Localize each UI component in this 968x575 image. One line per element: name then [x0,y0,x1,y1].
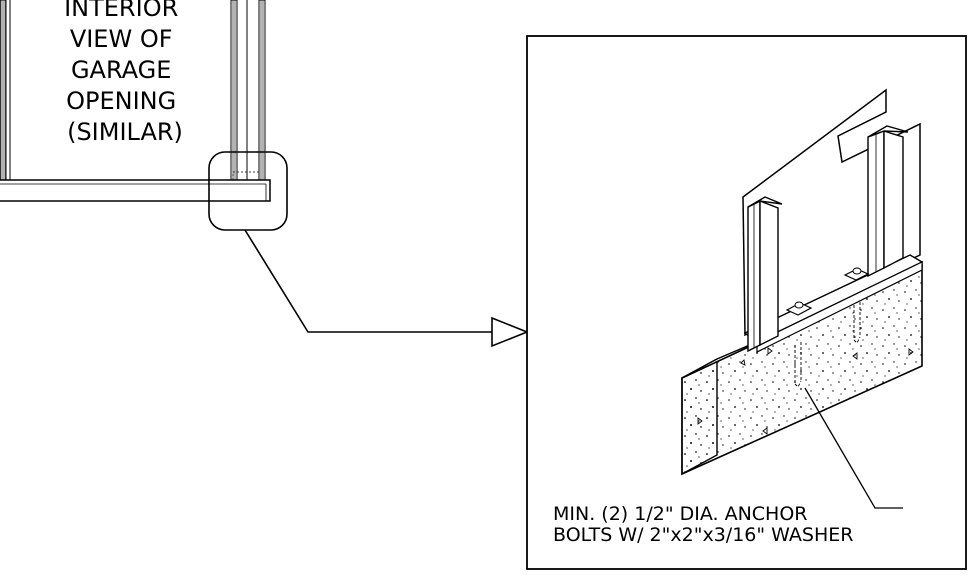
right-jamb-hatch-a [230,0,238,181]
anchor-callout: MIN. (2) 1/2" DIA. ANCHOR BOLTS W/ 2"x2"… [553,503,853,546]
stud-left-top [747,196,783,208]
callout-line-1: MIN. (2) 1/2" DIA. ANCHOR [553,503,808,525]
callout-line-2: BOLTS W/ 2"x2"x3/16" WASHER [553,524,853,546]
left-label-line-3: GARAGE [71,56,171,84]
anchor-detail-panel: MIN. (2) 1/2" DIA. ANCHOR BOLTS W/ 2"x2"… [526,35,967,570]
anchor-bolt-left [794,342,802,388]
stud-right-face [883,130,904,270]
callout-leader [804,387,903,509]
right-jamb-hatch-b [258,0,266,181]
garage-opening-view: INTERIOR VIEW OF GARAGE OPENING (SIMILAR… [0,0,530,348]
left-label: INTERIOR VIEW OF GARAGE OPENING (SIMILAR… [64,0,186,146]
left-label-line-5: (SIMILAR) [67,118,183,146]
anchor-bolt-right [853,302,861,344]
anchor-washer-left [785,301,813,316]
stud-left-face [759,199,779,347]
left-jamb-hatch [0,0,7,181]
sill-plate-front [756,261,923,353]
left-label-line-2: VIEW OF [70,25,173,53]
left-label-line-1: INTERIOR [64,0,178,22]
detail-leader [244,229,492,333]
anchor-washer-right [843,267,870,281]
concrete-aggregate [697,347,914,435]
detail-arrowhead [491,316,530,348]
left-label-line-4: OPENING [66,87,176,115]
sill-plate [0,179,271,202]
detail-marker [208,151,288,231]
stud-right-top [867,125,909,138]
corner-anchor-dashed [232,171,260,181]
